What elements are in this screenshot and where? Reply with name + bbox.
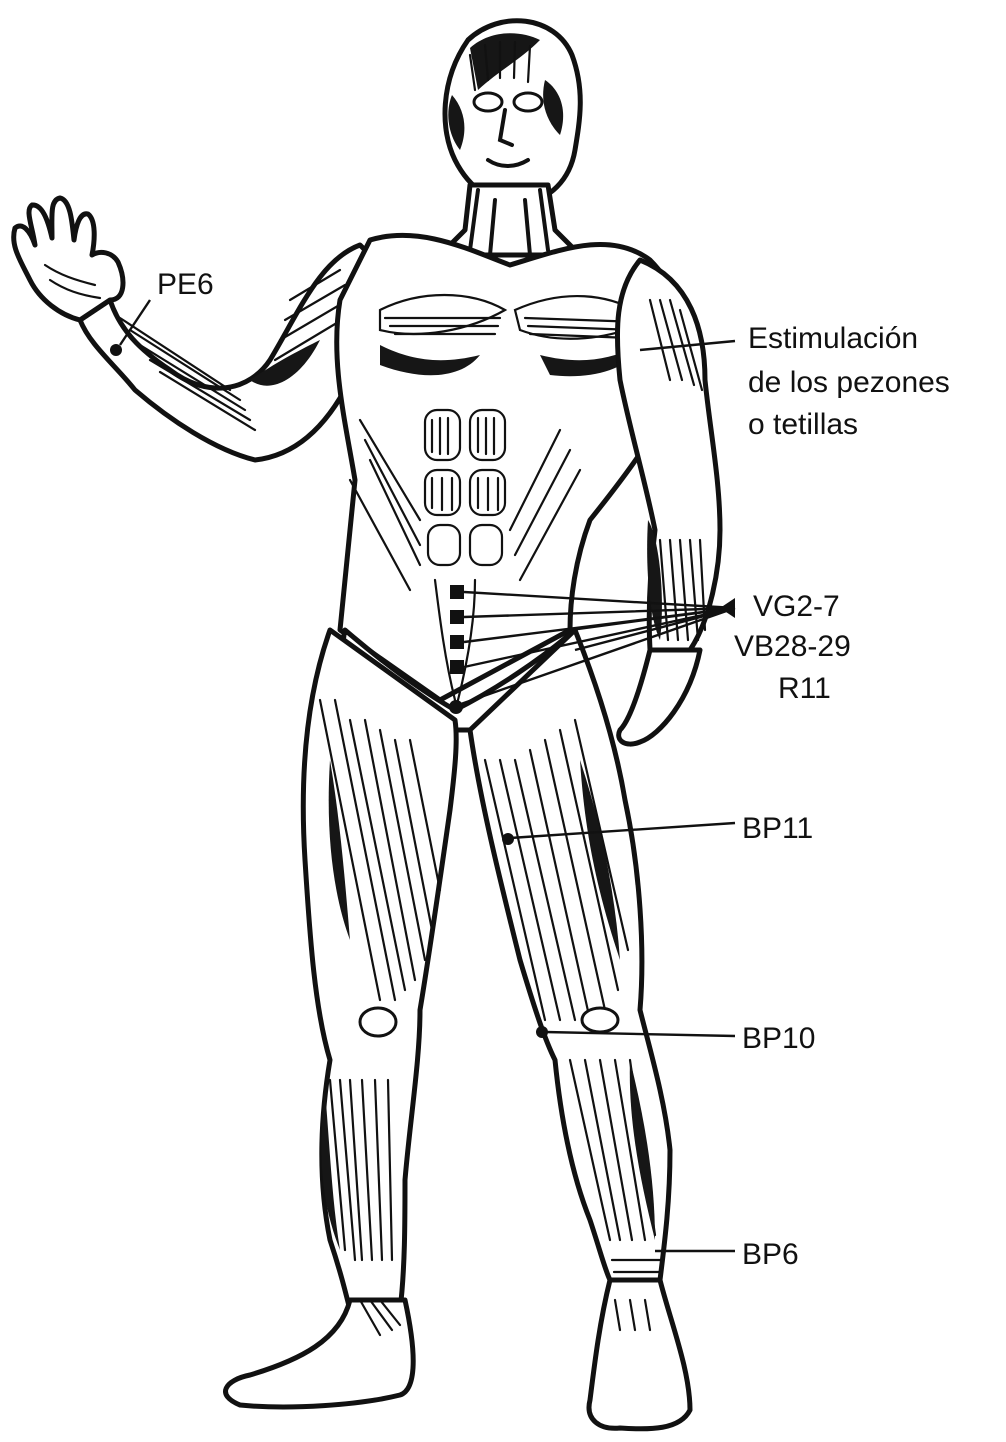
bp10-point xyxy=(536,1026,548,1038)
pe6-point xyxy=(110,344,122,356)
head xyxy=(445,21,580,205)
label-nipple-line3: o tetillas xyxy=(748,406,858,444)
side-arm xyxy=(617,260,720,744)
bp11-point xyxy=(502,833,514,845)
label-pe6: PE6 xyxy=(157,266,214,304)
label-nipple-line2: de los pezones xyxy=(748,364,950,402)
label-vb28-29: VB28-29 xyxy=(734,628,851,666)
raised-arm xyxy=(14,198,380,460)
right-leg xyxy=(470,630,690,1429)
label-bp6: BP6 xyxy=(742,1236,799,1274)
label-nipple-line1: Estimulación xyxy=(748,320,918,358)
r11-point xyxy=(449,700,463,714)
vg-arrowhead xyxy=(720,598,735,618)
label-bp10: BP10 xyxy=(742,1020,815,1058)
label-bp11: BP11 xyxy=(742,810,813,848)
left-leg xyxy=(226,630,457,1407)
label-vg2-7: VG2-7 xyxy=(753,588,840,626)
label-r11: R11 xyxy=(778,670,831,708)
